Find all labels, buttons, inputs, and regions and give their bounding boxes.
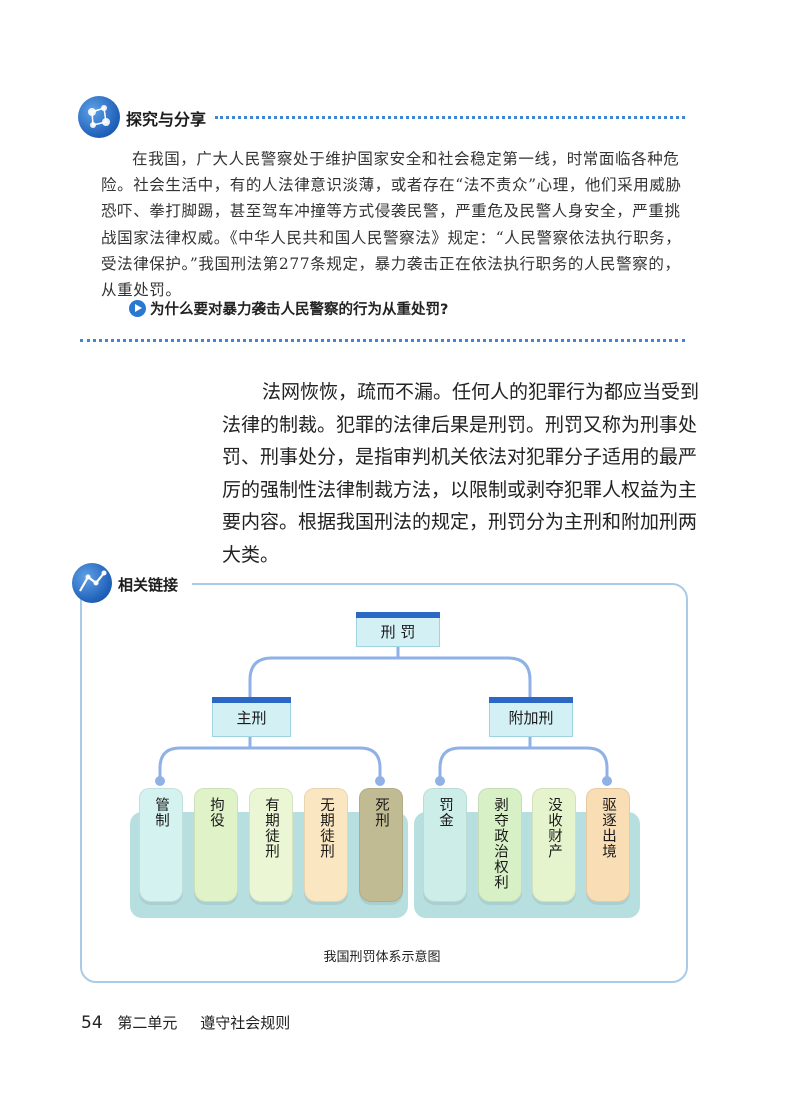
- explore-paragraph: 在我国，广大人民警察处于维护国家安全和社会稳定第一线，时常面临各种危险。社会生活…: [101, 150, 682, 300]
- page-number: 54: [81, 1013, 103, 1033]
- branch-label-additional: 附加刑: [508, 709, 554, 727]
- penalty-item-label: 管制: [153, 797, 169, 828]
- explore-paragraph-block: 在我国，广大人民警察处于维护国家安全和社会稳定第一线，时常面临各种危险。社会生活…: [101, 146, 685, 303]
- related-title-bg: [112, 572, 192, 594]
- branch-label-main: 主刑: [236, 709, 267, 727]
- penalty-item: 剥夺政治权利: [478, 788, 522, 902]
- section-divider: [80, 339, 685, 342]
- root-box: 刑 罚: [356, 612, 440, 647]
- penalty-item-label: 无期徒刑: [318, 797, 334, 859]
- link-icon-graphic: [79, 570, 107, 592]
- diagram-caption: 我国刑罚体系示意图: [323, 950, 441, 965]
- page-footer: 54 第二单元 遵守社会规则: [81, 1012, 290, 1033]
- penalty-item: 管制: [139, 788, 183, 902]
- unit-title: 遵守社会规则: [200, 1014, 291, 1032]
- penalty-item-label: 罚金: [437, 797, 453, 828]
- penalty-item-label: 死刑: [373, 797, 389, 828]
- explore-icon: [78, 96, 120, 138]
- penalty-item-label: 拘役: [208, 797, 224, 828]
- explore-question: 为什么要对暴力袭击人民警察的行为从重处罚?: [150, 302, 449, 318]
- main-paragraph: 法网恢恢，疏而不漏。任何人的犯罪行为都应当受到法律的制裁。犯罪的法律后果是刑罚。…: [222, 381, 700, 566]
- explore-title: 探究与分享: [126, 110, 207, 129]
- penalty-item-label: 剥夺政治权利: [492, 797, 508, 890]
- penalty-item: 死刑: [359, 788, 403, 902]
- main-text-block: 法网恢恢，疏而不漏。任何人的犯罪行为都应当受到法律的制裁。犯罪的法律后果是刑罚。…: [222, 376, 702, 571]
- penalty-item: 有期徒刑: [249, 788, 293, 902]
- question-arrow-icon: [129, 300, 146, 317]
- root-label: 刑 罚: [380, 623, 416, 641]
- related-title: 相关链接: [118, 576, 179, 594]
- explore-divider: [215, 116, 685, 119]
- explore-icon-graphic: [88, 105, 110, 128]
- penalty-item: 拘役: [194, 788, 238, 902]
- unit-label: 第二单元: [117, 1014, 178, 1032]
- penalty-item: 无期徒刑: [304, 788, 348, 902]
- penalty-item-label: 没收财产: [546, 797, 562, 859]
- branch-box-main: 主刑: [212, 697, 291, 737]
- link-icon: [72, 563, 112, 603]
- penalty-item: 罚金: [423, 788, 467, 902]
- penalty-item: 没收财产: [532, 788, 576, 902]
- penalty-item-label: 驱逐出境: [600, 797, 616, 859]
- branch-box-additional: 附加刑: [489, 697, 573, 737]
- penalty-item: 驱逐出境: [586, 788, 630, 902]
- penalty-item-label: 有期徒刑: [263, 797, 279, 859]
